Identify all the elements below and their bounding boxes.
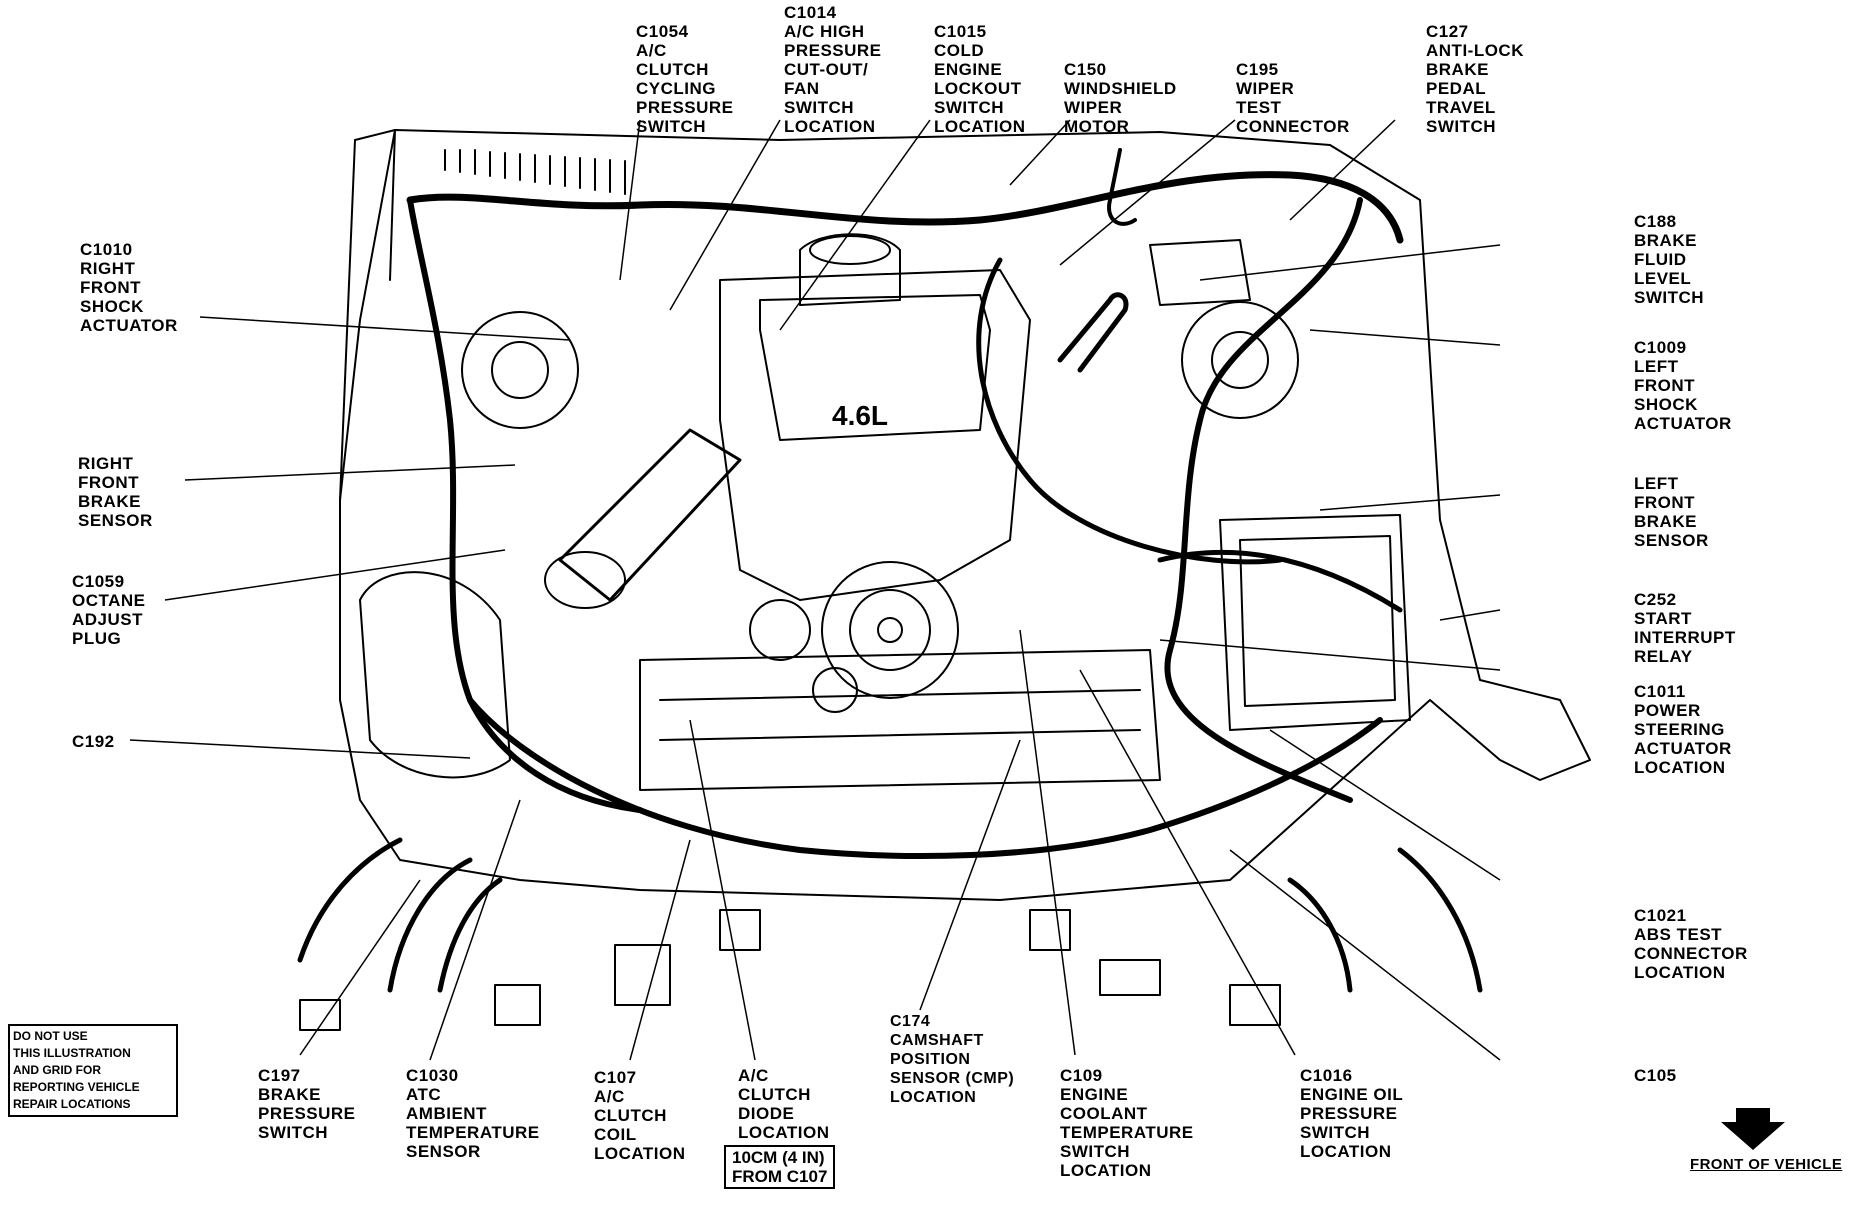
left-shock-tower [1181, 301, 1299, 419]
front-of-vehicle-label: FRONT OF VEHICLE [1690, 1156, 1843, 1173]
label-c192: C192 [72, 732, 115, 751]
right-shock-tower [461, 311, 579, 429]
label-c105: C105 [1634, 1066, 1677, 1085]
air-cleaner [359, 571, 511, 779]
master-cylinder [1149, 239, 1251, 306]
air-intake-tube [558, 428, 742, 602]
radiator [639, 649, 1161, 791]
engine-size-badge: 4.6L [832, 400, 889, 431]
alternator [821, 561, 959, 699]
battery-area [1219, 514, 1411, 731]
distance-note: 10CM (4 IN)FROM C107 [724, 1145, 836, 1189]
radiator-grille [444, 149, 626, 195]
leader-lines [129, 119, 1501, 1061]
engine-block [719, 269, 1031, 601]
compartment-outline [339, 129, 1591, 901]
main-wire-harness [406, 171, 1404, 244]
throttle-body [809, 235, 891, 265]
down-arrow-icon [1721, 1108, 1785, 1150]
